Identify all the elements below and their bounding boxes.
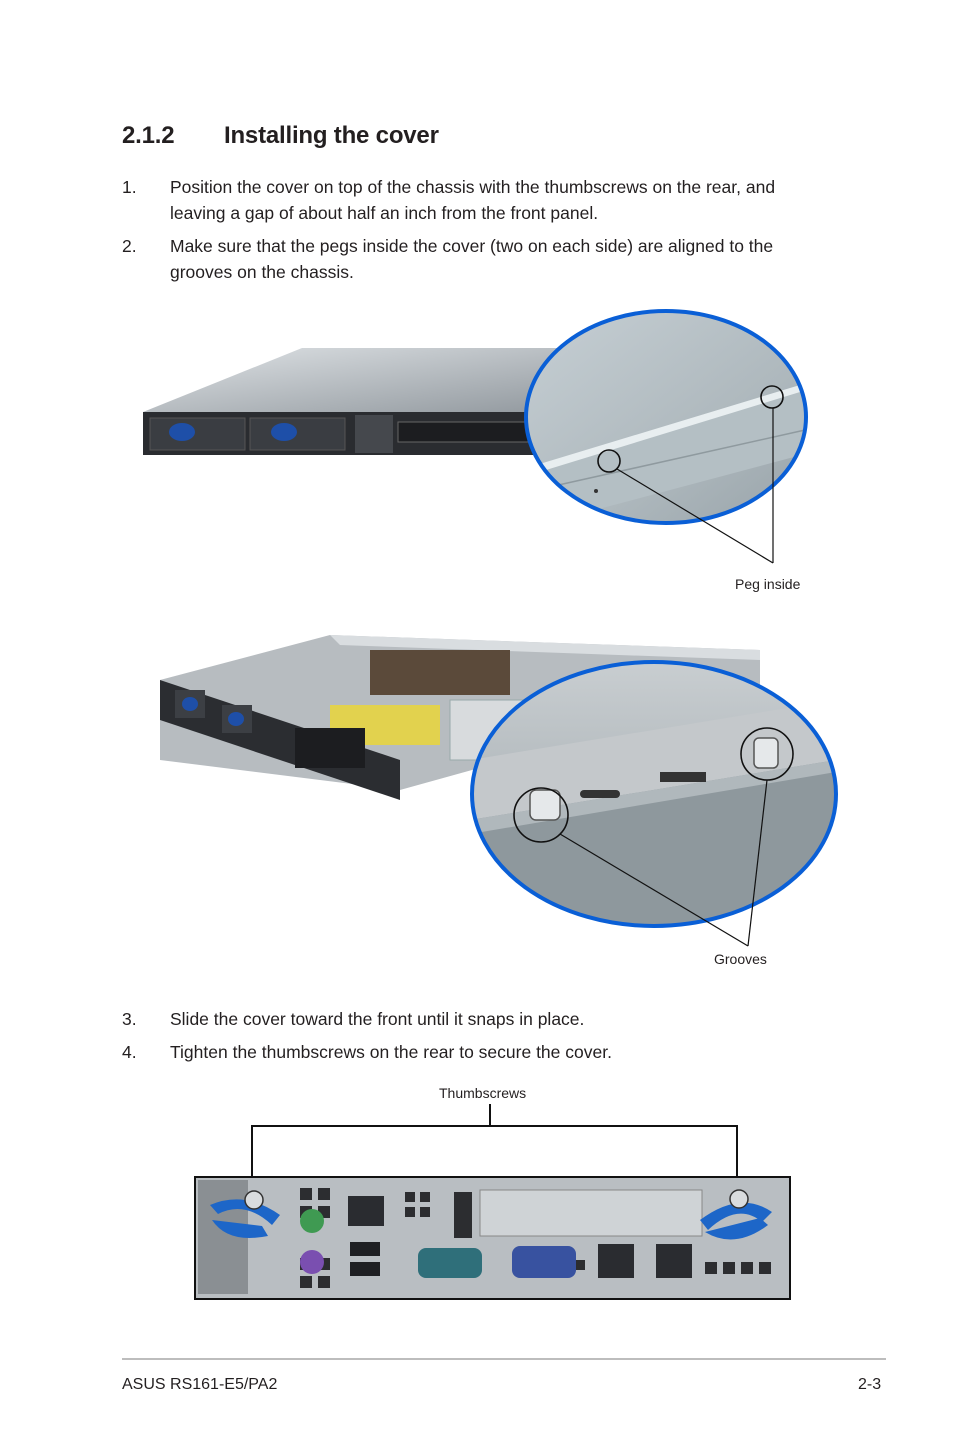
step-3: 3. Slide the cover toward the front unti…	[122, 1006, 822, 1032]
footer-product-name: ASUS RS161-E5/PA2	[122, 1376, 278, 1393]
grooves-label: Grooves	[714, 951, 767, 967]
thumbscrews-label: Thumbscrews	[439, 1085, 527, 1101]
footer-divider	[122, 1358, 886, 1360]
step-2-number: 2.	[122, 236, 137, 256]
section-number: 2.1.2	[122, 122, 175, 149]
section-title: Installing the cover	[224, 122, 439, 149]
step-1: 1. Position the cover on top of the chas…	[122, 174, 822, 226]
step-4: 4. Tighten the thumbscrews on the rear t…	[122, 1039, 822, 1065]
server-cover-figure	[143, 309, 808, 564]
step-4-text: Tighten the thumbscrews on the rear to s…	[170, 1042, 612, 1062]
step-4-number: 4.	[122, 1042, 137, 1062]
step-2: 2. Make sure that the pegs inside the co…	[122, 233, 822, 285]
step-3-text: Slide the cover toward the front until i…	[170, 1009, 585, 1029]
step-2-text: Make sure that the pegs inside the cover…	[170, 236, 774, 282]
chassis-grooves-figure	[160, 635, 838, 947]
step-3-number: 3.	[122, 1009, 137, 1029]
step-1-text: Position the cover on top of the chassis…	[170, 177, 776, 223]
section-heading: 2.1.2 Installing the cover	[122, 122, 439, 150]
step-1-number: 1.	[122, 177, 137, 197]
footer-page-number: 2-3	[858, 1376, 882, 1393]
peg-inside-label: Peg inside	[735, 576, 801, 592]
